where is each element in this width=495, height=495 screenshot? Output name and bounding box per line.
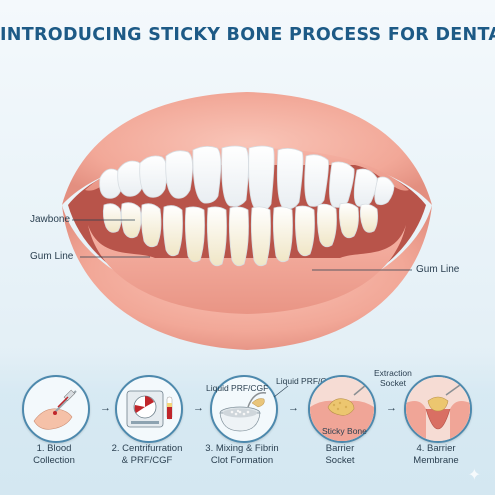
step-mixing-circle [210,375,278,443]
step-1-caption-line1: 1. Blood [36,443,72,454]
step-socket-caption-line2: Socket [325,455,355,466]
liquid-prf-label-b: Liquid PRF/CGF [276,376,339,386]
arrow-2: → [193,402,204,414]
centrifuge-icon [126,390,173,428]
liquid-prf-leader [273,385,289,398]
step-2-caption: 2. Centrifurration & PRF/CGF [102,443,192,467]
jawbone-label: Jawbone [30,214,71,225]
liquid-prf-label-a: Liquid PRF/CGF [206,383,269,393]
step-socket-caption: Barrier Socket [295,443,385,467]
step-centrifuge-circle [115,375,183,443]
step-2-caption-line1: 2. Centrifurration [111,443,183,454]
step-4-caption: 4. Barrier Membrane [391,443,481,467]
step-blood-collection-circle [22,375,90,443]
step-4-caption-line1: 4. Barrier [416,443,456,454]
step-socket-caption-line1: Barrier [325,443,355,454]
socket-label: Socket [380,378,406,388]
arrow-4: → [386,402,397,414]
step-3-caption: 3. Mixing & Fibrin Clot Formation [197,443,287,467]
barrier-membrane-icon [406,377,470,441]
arrow-3: → [288,402,299,414]
step-1-caption: 1. Blood Collection [9,443,99,467]
step-1-caption-line2: Collection [33,455,75,466]
page-title: INTRODUCING STICKY BONE PROCESS FOR DENT… [0,25,495,45]
upper-teeth [99,145,395,211]
sticky-bone-icon [310,377,374,441]
mixing-bowl-icon [219,392,267,432]
step-4-caption-line2: Membrane [413,455,459,466]
extraction-label: Extraction [374,368,412,378]
step-3-caption-line2: Clot Formation [210,455,274,466]
step-socket-circle [308,375,376,443]
lower-teeth [102,202,378,267]
sparkle-icon: ✦ [467,467,481,484]
lower-lip [62,205,432,350]
step-3-caption-line1: 3. Mixing & Fibrin [205,443,279,454]
gum-line-right-label: Gum Line [416,264,460,275]
step-2-caption-line2: & PRF/CGF [121,455,173,466]
step-membrane-circle [404,375,472,443]
sticky-bone-label: Sticky Bone [322,426,367,436]
lower-gum [88,225,406,314]
gum-line-left-label: Gum Line [30,251,74,262]
arrow-1: → [100,402,111,414]
blood-collection-icon [33,389,77,430]
